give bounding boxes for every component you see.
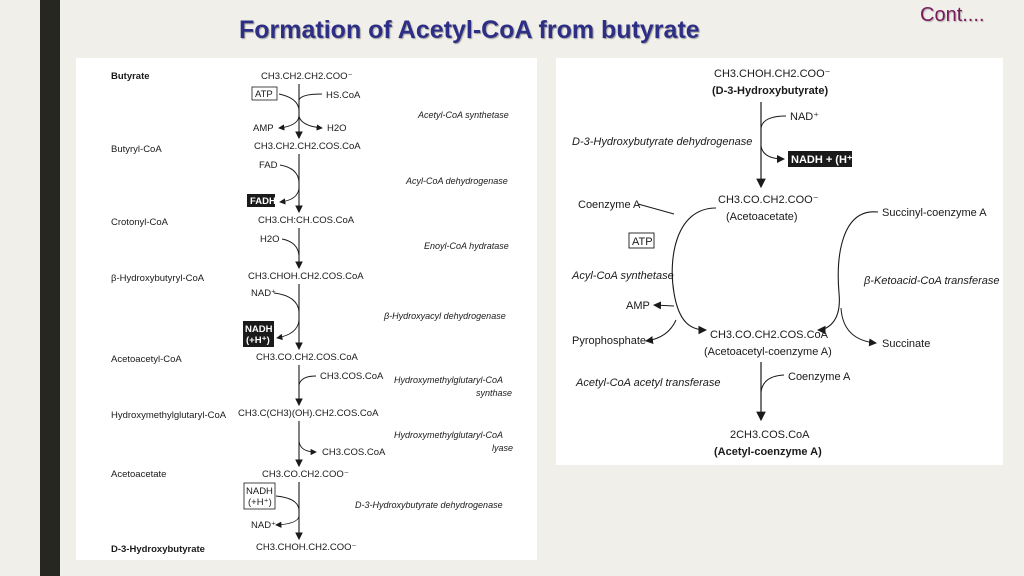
acetoacetate-formula: CH3.CO.CH2.COO⁻ (718, 194, 819, 206)
nad-in-curve (273, 292, 300, 313)
fadh-curve (279, 187, 300, 205)
enzyme-d3hb-dehydrogenase: D-3-Hydroxybutyrate dehydrogenase (355, 500, 503, 510)
right-dehydrogenase: D-3-Hydroxybutyrate dehydrogenase (572, 136, 752, 148)
pyrophosphate-arrow (645, 319, 677, 345)
left-pathway-figure: Butyrate Butyryl-CoA Crotonyl-CoA β-Hydr… (76, 58, 537, 560)
h2o-in-curve (281, 238, 300, 257)
nadh-curve (276, 319, 300, 341)
compound-d-3-hydroxybutyrate: D-3-Hydroxybutyrate (111, 544, 205, 555)
formula-hydroxybutyryl-coa: CH3.CHOH.CH2.COS.CoA (248, 271, 364, 282)
top-formula: CH3.CHOH.CH2.COO⁻ (714, 68, 831, 80)
compound-butyryl-coa: Butyryl-CoA (111, 144, 162, 155)
formula-acetoacetyl-coa: CH3.CO.CH2.COS.CoA (256, 352, 359, 363)
cofactor-h2o-in: H2O (260, 234, 280, 245)
compound-butyrate: Butyrate (111, 71, 150, 82)
compound-hmg-coa: Hydroxymethylglutaryl-CoA (111, 410, 227, 421)
enzyme-acetyl-coa-synthetase: Acetyl-CoA synthetase (417, 110, 509, 120)
nadh-box-b (243, 482, 276, 510)
right-pyrophosphate: Pyrophosphate (572, 335, 646, 347)
formula-acetoacetate: CH3.CO.CH2.COO⁻ (262, 469, 349, 480)
hscoa-curve (298, 93, 323, 101)
product-name: (Acetyl-coenzyme A) (714, 446, 822, 458)
right-succinate: Succinate (882, 338, 930, 350)
compound-acetoacetyl-coa: Acetoacetyl-CoA (111, 354, 182, 365)
nad-out-curve (275, 515, 300, 528)
cofactor-fad: FAD (259, 160, 278, 171)
cofactor-nad-in: NAD⁺ (251, 288, 276, 299)
enzyme-enoyl-coa-hydratase: Enoyl-CoA hydratase (424, 241, 509, 251)
amp-curve (278, 115, 300, 131)
cofactor-amp: AMP (253, 123, 274, 134)
continuation-label: Cont.... (920, 4, 985, 26)
formula-hmg-coa: CH3.C(CH3)(OH).CH2.COS.CoA (238, 408, 379, 419)
coa-right-curve (760, 374, 785, 393)
coenzyme-a-right: Coenzyme A (788, 371, 851, 383)
right-amp: AMP (626, 300, 650, 312)
enzyme-hmg-synthase-a: Hydroxymethylglutaryl-CoA (394, 375, 503, 385)
enzyme-hmg-lyase-b: lyase (492, 443, 513, 453)
slide-sidebar-bar (40, 0, 60, 576)
acac-coa-name: (Acetoacetyl-coenzyme A) (704, 346, 832, 358)
nadh-b-curve (275, 495, 300, 511)
acetyl-coa-out-curve (298, 440, 317, 456)
enzyme-acyl-coa-dehydrogenase: Acyl-CoA dehydrogenase (405, 176, 508, 186)
cofactor-nad-out: NAD⁺ (251, 520, 276, 531)
enzyme-hmg-lyase-a: Hydroxymethylglutaryl-CoA (394, 430, 503, 440)
compound-crotonyl-coa: Crotonyl-CoA (111, 217, 169, 228)
acetyl-coa-in-curve (298, 375, 317, 386)
cofactor-nadh-2: (+H⁺) (246, 335, 270, 346)
succinate-arrow (840, 307, 877, 347)
right-cycle-curve (816, 211, 879, 335)
acac-coa-formula: CH3.CO.CH2.COS.CoA (710, 329, 829, 341)
atp-curve (278, 93, 300, 111)
cofactor-nadh-b2: (+H⁺) (248, 497, 272, 508)
cofactor-fadh: FADH (250, 196, 276, 207)
enzyme-hmg-synthase-b: synthase (476, 388, 512, 398)
top-name: (D-3-Hydroxybutyrate) (712, 85, 828, 97)
right-nad: NAD⁺ (790, 111, 819, 123)
compound-hydroxybutyryl-coa: β-Hydroxybutyryl-CoA (111, 273, 205, 284)
right-acetyl-transferase: Acetyl-CoA acetyl transferase (575, 377, 720, 389)
right-atp: ATP (632, 236, 653, 248)
fadh-box (247, 194, 275, 207)
formula-butyryl-coa: CH3.CH2.CH2.COS.CoA (254, 141, 361, 152)
right-pathway-svg: CH3.CHOH.CH2.COO⁻ (D-3-Hydroxybutyrate) … (571, 68, 1000, 458)
formula-crotonyl-coa: CH3.CH:CH.COS.CoA (258, 215, 355, 226)
left-pathway-svg: Butyrate Butyryl-CoA Crotonyl-CoA β-Hydr… (111, 71, 513, 555)
coa-left-line (637, 203, 675, 215)
right-synthetase: Acyl-CoA synthetase (571, 270, 674, 282)
cofactor-hs-coa: HS.CoA (326, 90, 361, 101)
acetoacetate-name: (Acetoacetate) (726, 211, 798, 223)
cofactor-nadh-b1: NADH (246, 486, 273, 497)
fad-curve (279, 164, 300, 183)
cofactor-atp: ATP (255, 89, 273, 100)
formula-butyrate: CH3.CH2.CH2.COO⁻ (261, 71, 353, 82)
right-atp-box (628, 232, 655, 249)
atp-box (251, 86, 278, 101)
right-nadh: NADH + (H⁺) (791, 154, 857, 166)
right-nadh-box (788, 151, 852, 167)
nadh-curve-right (760, 145, 785, 163)
product-formula: 2CH3.COS.CoA (730, 429, 810, 441)
slide-title: Formation of Acetyl-CoA from butyrate (239, 16, 700, 44)
amp-arrow (653, 301, 675, 310)
formula-d-3-hydroxybutyrate: CH3.CHOH.CH2.COO⁻ (256, 542, 357, 553)
right-pathway-figure: CH3.CHOH.CH2.COO⁻ (D-3-Hydroxybutyrate) … (556, 58, 1003, 465)
cofactor-ch3coscoa-2: CH3.COS.CoA (322, 447, 386, 458)
h2o-out-curve (298, 115, 323, 131)
cofactor-nadh-1: NADH (245, 324, 273, 335)
right-transferase: β-Ketoacid-CoA transferase (863, 275, 1000, 287)
cofactor-h2o-out: H2O (327, 123, 347, 134)
left-cycle-curve (671, 207, 717, 335)
enzyme-hydroxyacyl-dehydrogenase: β-Hydroxyacyl dehydrogenase (383, 311, 506, 321)
cofactor-ch3coscoa-1: CH3.COS.CoA (320, 371, 384, 382)
compound-acetoacetate: Acetoacetate (111, 469, 166, 480)
coenzyme-a-left: Coenzyme A (578, 199, 641, 211)
nad-curve (760, 115, 787, 129)
nadh-box (243, 321, 274, 347)
succinyl-coa: Succinyl-coenzyme A (882, 207, 987, 219)
